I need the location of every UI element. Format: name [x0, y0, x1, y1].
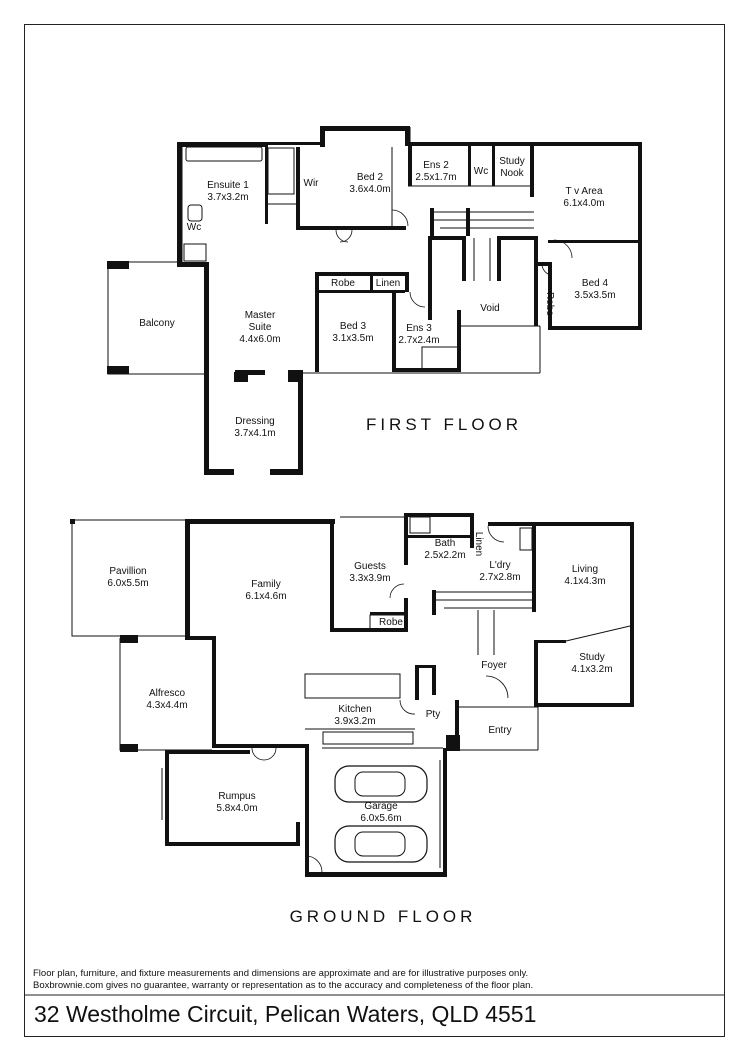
ground-floor-outlines	[71, 516, 633, 868]
bed2-size: 3.6x4.0m	[349, 184, 390, 195]
bath-size: 2.5x2.2m	[424, 550, 465, 561]
foyer-name: Foyer	[481, 660, 507, 671]
balcony-name: Balcony	[139, 318, 175, 329]
alfresco-size: 4.3x4.4m	[146, 700, 187, 711]
bed2-name: Bed 2	[357, 172, 384, 183]
garage-car-2	[334, 825, 428, 863]
living-size: 4.1x4.3m	[564, 576, 605, 587]
master-suite-size: 4.4x6.0m	[239, 334, 280, 345]
dressing-size: 3.7x4.1m	[234, 428, 275, 439]
master-suite-name: Master	[245, 310, 276, 321]
ground-floor-plan: Pavillion 6.0x5.5m Family 6.1x4.6m Guest…	[70, 513, 634, 926]
wc-ens2-name: Wc	[474, 166, 488, 177]
first-floor-title: FIRST FLOOR	[366, 415, 522, 434]
study-nook-name: Study	[499, 156, 525, 167]
linen-ground-name: Linen	[473, 532, 484, 556]
robe-bed4-name: Robe	[544, 292, 555, 316]
family-size: 6.1x4.6m	[245, 591, 286, 602]
rumpus-name: Rumpus	[218, 791, 255, 802]
first-floor-outlines	[107, 127, 641, 375]
bed4-size: 3.5x3.5m	[574, 290, 615, 301]
disclaimer-text: Floor plan, furniture, and fixture measu…	[33, 968, 534, 991]
master-suite-name2: Suite	[249, 322, 272, 333]
guests-size: 3.3x3.9m	[349, 573, 390, 584]
bed3-name: Bed 3	[340, 321, 367, 332]
entry-name: Entry	[488, 725, 511, 736]
ensuite1-size: 3.7x3.2m	[207, 192, 248, 203]
rumpus-size: 5.8x4.0m	[216, 803, 257, 814]
dressing-name: Dressing	[235, 416, 274, 427]
garage-size: 6.0x5.6m	[360, 813, 401, 824]
bed4-name: Bed 4	[582, 278, 609, 289]
pantry-name: Pty	[426, 709, 440, 720]
bed3-size: 3.1x3.5m	[332, 333, 373, 344]
ground-floor-doors	[251, 525, 509, 873]
ensuite1-name: Ensuite 1	[207, 180, 249, 191]
wc-first-name: Wc	[187, 222, 201, 233]
garage-name: Garage	[364, 801, 398, 812]
linen-first-name: Linen	[376, 278, 400, 289]
first-floor-plan: Ensuite 1 3.7x3.2m Wc Wir Bed 2 3.6x4.0m…	[107, 126, 642, 475]
bath-name: Bath	[435, 538, 456, 549]
ens2-size: 2.5x1.7m	[415, 172, 456, 183]
property-address: 32 Westholme Circuit, Pelican Waters, QL…	[34, 1001, 537, 1027]
kitchen-size: 3.9x3.2m	[334, 716, 375, 727]
laundry-size: 2.7x2.8m	[479, 572, 520, 583]
study-name: Study	[579, 652, 605, 663]
laundry-name: L'dry	[489, 560, 510, 571]
ens3-size: 2.7x2.4m	[398, 335, 439, 346]
tv-area-size: 6.1x4.0m	[563, 198, 604, 209]
guests-name: Guests	[354, 561, 386, 572]
ens2-name: Ens 2	[423, 160, 449, 171]
wir-name: Wir	[304, 178, 320, 189]
robe-bed3-name: Robe	[331, 278, 355, 289]
first-floor-doors	[335, 209, 573, 308]
kitchen-name: Kitchen	[338, 704, 371, 715]
void-name: Void	[480, 303, 499, 314]
robe-guests-name: Robe	[379, 617, 403, 628]
study-size: 4.1x3.2m	[571, 664, 612, 675]
tv-area-name: T v Area	[565, 186, 602, 197]
pavillion-name: Pavillion	[109, 566, 146, 577]
family-name: Family	[251, 579, 280, 590]
ens3-name: Ens 3	[406, 323, 432, 334]
ground-floor-title: GROUND FLOOR	[290, 907, 477, 926]
ground-floor-labels: Pavillion 6.0x5.5m Family 6.1x4.6m Guest…	[107, 532, 612, 824]
study-nook-name2: Nook	[500, 168, 524, 179]
pavillion-size: 6.0x5.5m	[107, 578, 148, 589]
living-name: Living	[572, 564, 598, 575]
page-frame	[24, 24, 725, 1037]
alfresco-name: Alfresco	[149, 688, 186, 699]
garage-car-1	[334, 765, 428, 803]
first-floor-labels: Ensuite 1 3.7x3.2m Wc Wir Bed 2 3.6x4.0m…	[139, 156, 615, 439]
